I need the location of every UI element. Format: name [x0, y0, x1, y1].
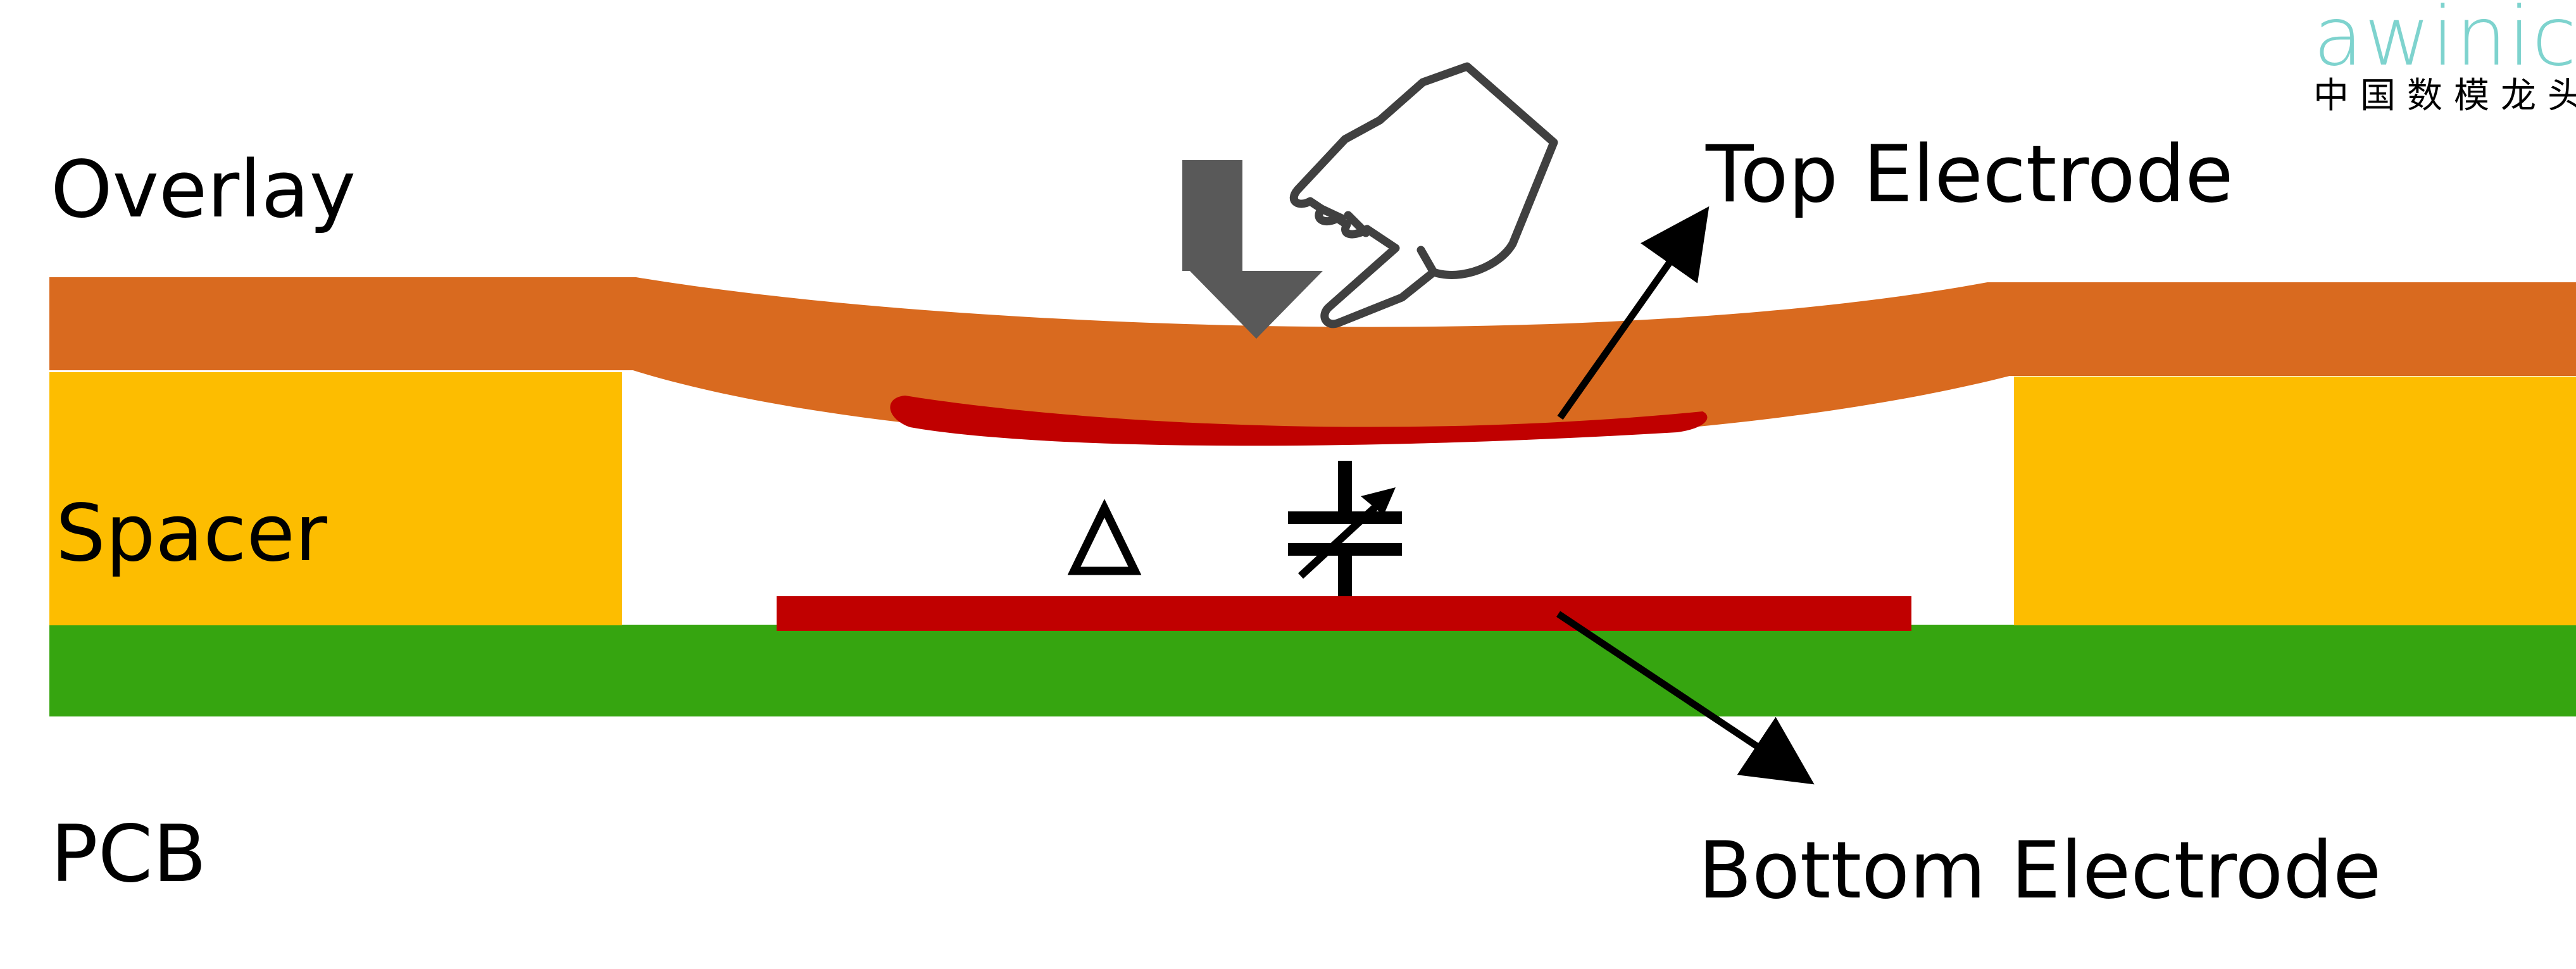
bottom-electrode-label: Bottom Electrode [1698, 825, 2381, 916]
bottom-electrode-arrow [1556, 611, 1815, 785]
top-electrode [890, 396, 1708, 446]
overlay-label: Overlay [51, 144, 356, 235]
overlay-layer [49, 277, 2576, 445]
top-electrode-arrow [1557, 206, 1710, 420]
press-arrow-shape [1111, 160, 1318, 339]
press-arrow-head-full [1190, 271, 1323, 339]
spacer-left [49, 372, 622, 625]
pcb-layer [49, 625, 2576, 716]
bottom-electrode [777, 596, 1911, 631]
top-electrode-label: Top Electrode [1705, 129, 2234, 220]
spacer-right [2014, 377, 2576, 625]
awinic-logo-text: awinic [2313, 0, 2576, 84]
pcb-label: PCB [51, 809, 206, 900]
delta-triangle [1067, 499, 1142, 575]
pointing-hand-icon [1289, 62, 1558, 328]
variable-capacitor-icon [1288, 461, 1402, 596]
spacer-label: Spacer [56, 488, 327, 579]
awinic-logo-subtitle: 中国数模龙头 [2313, 75, 2576, 116]
